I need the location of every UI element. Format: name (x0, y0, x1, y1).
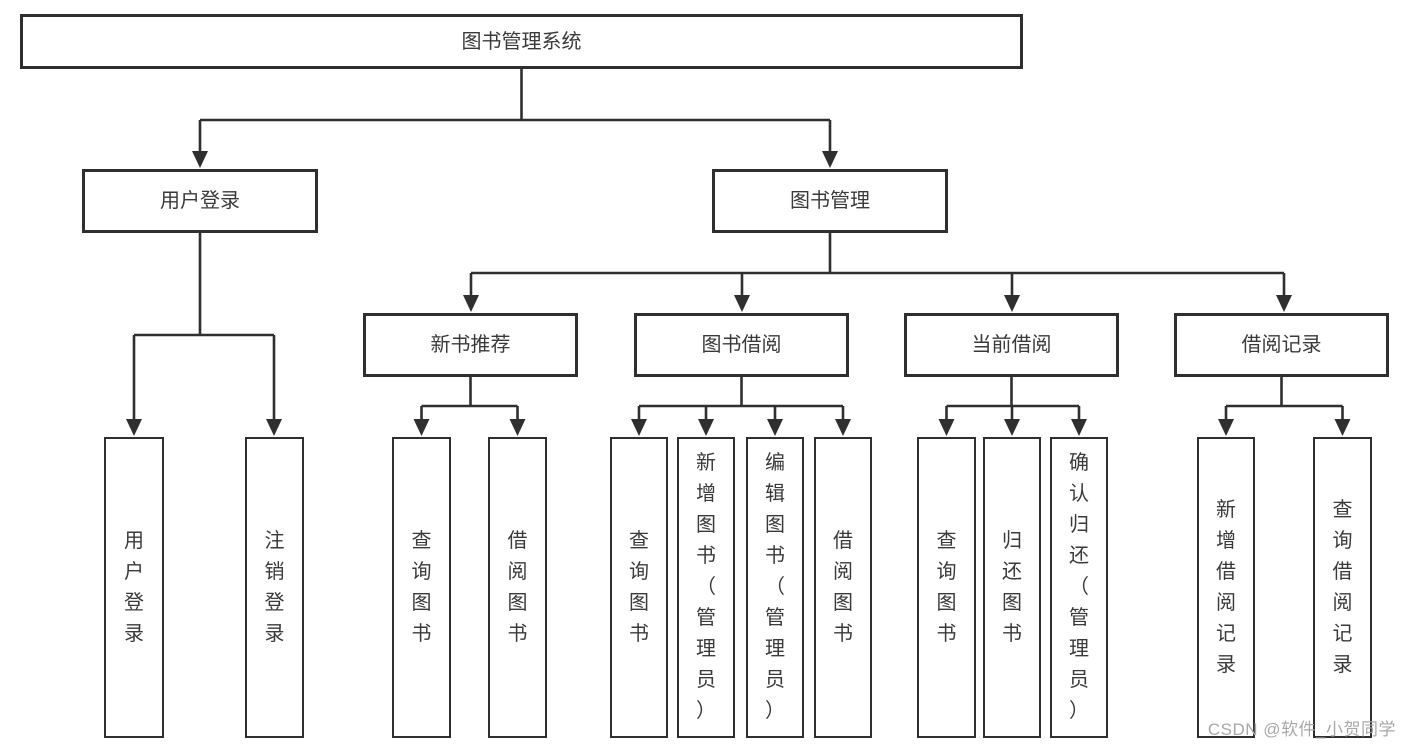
node-current-borrowing: 当前借阅 (904, 313, 1119, 377)
leaf-add-books-admin: 新 增 图 书 （ 管 理 员 ） (677, 437, 735, 738)
node-book-management-label: 图书管理 (790, 190, 870, 212)
node-user-login-label: 用户登录 (160, 190, 240, 212)
leaf-current-query-books: 查 询 图 书 (917, 437, 976, 738)
leaf-borrowing-query-books: 查 询 图 书 (610, 437, 668, 738)
node-current-borrowing-label: 当前借阅 (971, 334, 1052, 356)
leaf-query-borrow-record-label: 查 询 借 阅 记 录 (1332, 498, 1353, 676)
node-library-system: 图书管理系统 (20, 14, 1023, 69)
leaf-edit-books-admin: 编 辑 图 书 （ 管 理 员 ） (746, 437, 804, 738)
leaf-borrowing-borrow-books-label: 借 阅 图 书 (833, 529, 853, 645)
leaf-recommend-query-books: 查 询 图 书 (392, 437, 451, 738)
leaf-return-books-label: 归 还 图 书 (1002, 529, 1022, 645)
leaf-borrowing-query-books-label: 查 询 图 书 (629, 529, 649, 645)
node-book-borrowing: 图书借阅 (634, 313, 849, 377)
node-book-borrowing-label: 图书借阅 (701, 334, 782, 356)
node-user-login: 用户登录 (82, 169, 318, 233)
node-new-book-recommendation: 新书推荐 (363, 313, 578, 377)
leaf-add-borrow-record: 新 增 借 阅 记 录 (1197, 437, 1255, 738)
csdn-watermark: CSDN @软件_小贺同学 (1207, 720, 1396, 739)
node-borrowing-records-label: 借阅记录 (1241, 334, 1322, 356)
leaf-add-borrow-record-label: 新 增 借 阅 记 录 (1216, 498, 1236, 676)
node-borrowing-records: 借阅记录 (1174, 313, 1389, 377)
leaf-current-query-books-label: 查 询 图 书 (936, 529, 957, 645)
leaf-return-books: 归 还 图 书 (983, 437, 1041, 738)
leaf-query-borrow-record: 查 询 借 阅 记 录 (1313, 437, 1372, 738)
leaf-confirm-return-admin-label: 确 认 归 还 （ 管 理 员 ） (1069, 452, 1089, 722)
node-book-management: 图书管理 (712, 169, 948, 233)
node-library-system-label: 图书管理系统 (461, 30, 582, 53)
leaf-recommend-borrow-books: 借 阅 图 书 (488, 437, 547, 738)
leaf-confirm-return-admin: 确 认 归 还 （ 管 理 员 ） (1050, 437, 1108, 738)
leaf-add-books-admin-label: 新 增 图 书 （ 管 理 员 ） (696, 452, 716, 722)
node-new-book-recommendation-label: 新书推荐 (430, 334, 511, 356)
leaf-user-login: 用 户 登 录 (104, 437, 164, 738)
leaf-user-login-label: 用 户 登 录 (124, 529, 144, 645)
leaf-edit-books-admin-label: 编 辑 图 书 （ 管 理 员 ） (765, 452, 785, 722)
leaf-recommend-borrow-books-label: 借 阅 图 书 (507, 529, 528, 645)
leaf-logout-label: 注 销 登 录 (264, 529, 285, 645)
leaf-recommend-query-books-label: 查 询 图 书 (411, 529, 432, 645)
leaf-logout: 注 销 登 录 (245, 437, 304, 738)
leaf-borrowing-borrow-books: 借 阅 图 书 (814, 437, 872, 738)
